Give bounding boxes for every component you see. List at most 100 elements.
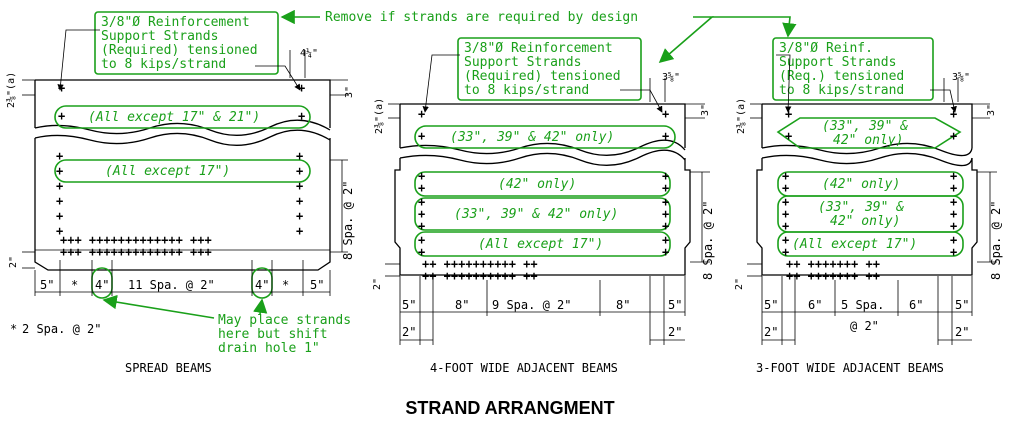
adj3-dim-3: 3" (986, 104, 997, 116)
adj4-dim-8spa: 8 Spa. @ 2" (701, 201, 715, 280)
adj3-row-top-label2: 42" only) (833, 133, 903, 148)
svg-text:+: + (662, 219, 669, 233)
adj4-dim-right-top: 3⅝" (662, 71, 680, 83)
spread-dim-left-a: 2⅜"(a) (5, 72, 17, 108)
svg-text:+: + (782, 219, 789, 233)
adj3-dim-bottom-2: 2" (734, 278, 745, 290)
adj3-row-top-label1: (33", 39" & (822, 119, 908, 134)
spread-dim-3: 3" (344, 86, 355, 98)
adj3-callout-line3: (Req.) tensioned (779, 69, 904, 84)
adj3-callout-line1: 3/8"Ø Reinf. (779, 41, 873, 56)
spread-callout-line4: to 8 kips/strand (101, 57, 226, 72)
spread-row-mid-label: (All except 17") (105, 164, 230, 179)
svg-text:++ +++++++ ++: ++ +++++++ ++ (786, 269, 880, 283)
spread-dim-4-left: 4" (95, 278, 109, 292)
adj4-row-b-label: (33", 39" & 42" only) (454, 207, 618, 222)
svg-text:+: + (418, 233, 425, 247)
adj4-dim-bottom-2: 2" (372, 278, 383, 290)
svg-text:+: + (418, 207, 425, 221)
svg-text:+: + (296, 209, 303, 223)
svg-text:+: + (58, 81, 65, 95)
svg-text:+: + (58, 109, 65, 123)
svg-text:+: + (56, 164, 63, 178)
spread-strand-columns: ++ ++ ++ ++ ++ ++ (56, 149, 303, 238)
adj4-caption: 4-FOOT WIDE ADJACENT BEAMS (430, 361, 618, 375)
spread-callout-line2: Support Strands (101, 29, 218, 44)
svg-text:+: + (56, 224, 63, 238)
drain-note-line2: here but shift (218, 327, 328, 342)
svg-text:+: + (782, 195, 789, 209)
svg-text:+: + (662, 245, 669, 259)
remove-note-text: Remove if strands are required by design (325, 10, 638, 25)
svg-text:+: + (950, 129, 957, 143)
adj4-row-top-label: (33", 39" & 42" only) (450, 130, 614, 145)
svg-text:+: + (418, 219, 425, 233)
svg-text:+: + (418, 195, 425, 209)
spread-caption: SPREAD BEAMS (125, 361, 212, 375)
adj3-dim-6-left: 6" (808, 298, 822, 312)
svg-text:+: + (418, 129, 425, 143)
svg-text:+: + (950, 107, 957, 121)
svg-text:+: + (662, 233, 669, 247)
adj4-dim-8-left: 8" (455, 298, 469, 312)
adj3-dim-5-right: 5" (955, 298, 969, 312)
svg-text:+: + (950, 207, 957, 221)
svg-text:+: + (950, 219, 957, 233)
svg-text:+: + (782, 169, 789, 183)
svg-text:*: * (10, 322, 17, 336)
svg-text:+: + (662, 107, 669, 121)
svg-text:+: + (418, 245, 425, 259)
spread-dim-asterisk-left: * (71, 278, 78, 292)
adj3-dim-6-right: 6" (909, 298, 923, 312)
adj3-beam-section: 3/8"Ø Reinf. Support Strands (Req.) tens… (734, 37, 1003, 375)
spread-dim-right-top: 4¼" (300, 47, 318, 59)
svg-text:+: + (56, 179, 63, 193)
drain-note-line3: drain hole 1" (218, 341, 320, 356)
spread-dim-4-right: 4" (255, 278, 269, 292)
svg-text:+: + (782, 207, 789, 221)
svg-text:+: + (662, 181, 669, 195)
spread-dim-11spa: 11 Spa. @ 2" (128, 278, 215, 292)
svg-text:+++ +++++++++++++ +++: +++ +++++++++++++ +++ (60, 245, 212, 259)
spread-dim-8spa: 8 Spa. @ 2" (341, 181, 355, 260)
svg-text:+: + (785, 107, 792, 121)
adj4-dim-5-left: 5" (402, 298, 416, 312)
svg-text:+: + (785, 129, 792, 143)
adj3-dim-left-a: 2⅜"(a) (735, 98, 747, 134)
svg-text:+: + (298, 81, 305, 95)
adj4-dim-left-a: 2⅜"(a) (373, 98, 385, 134)
remove-note: Remove if strands are required by design (280, 9, 797, 64)
svg-text:+: + (418, 181, 425, 195)
svg-text:+: + (296, 194, 303, 208)
spread-beam-section: 3/8"Ø Reinforcement Support Strands (Req… (5, 11, 355, 375)
svg-text:+: + (950, 245, 957, 259)
svg-text:+: + (418, 107, 425, 121)
adj3-row-a-label: (42" only) (822, 177, 900, 192)
adj3-row-b-label1: (33", 39" & (818, 200, 904, 215)
adj4-under-dim-left: 2" (402, 325, 416, 339)
adj3-caption: 3-FOOT WIDE ADJACENT BEAMS (756, 361, 944, 375)
adj4-beam-section: 3/8"Ø Reinforcement Support Strands (Req… (372, 37, 715, 375)
adj3-dim-at2: @ 2" (850, 319, 879, 333)
adj4-callout-line4: to 8 kips/strand (464, 83, 589, 98)
svg-text:+: + (950, 233, 957, 247)
adj4-callout-line3: (Required) tensioned (464, 69, 621, 84)
svg-text:+: + (662, 169, 669, 183)
adj4-under-dim-right: 2" (668, 325, 682, 339)
svg-text:+: + (782, 233, 789, 247)
svg-text:+++ +++++++++++++ +++: +++ +++++++++++++ +++ (60, 233, 212, 247)
page-title: STRAND ARRANGMENT (405, 398, 614, 418)
adj3-dim-right-top: 3⅝" (952, 71, 970, 83)
svg-text:+: + (782, 181, 789, 195)
adj3-dim-5spa: 5 Spa. (841, 298, 884, 312)
svg-text:++ ++++++++++ ++: ++ ++++++++++ ++ (422, 257, 538, 271)
adj4-callout-line1: 3/8"Ø Reinforcement (464, 41, 613, 56)
svg-text:+: + (296, 164, 303, 178)
svg-text:+: + (296, 224, 303, 238)
adj4-dim-3: 3" (700, 104, 711, 116)
spread-dim-asterisk-right: * (282, 278, 289, 292)
spread-dim-5-right: 5" (310, 278, 324, 292)
svg-text:+: + (296, 179, 303, 193)
spread-dim-5-left: 5" (40, 278, 54, 292)
